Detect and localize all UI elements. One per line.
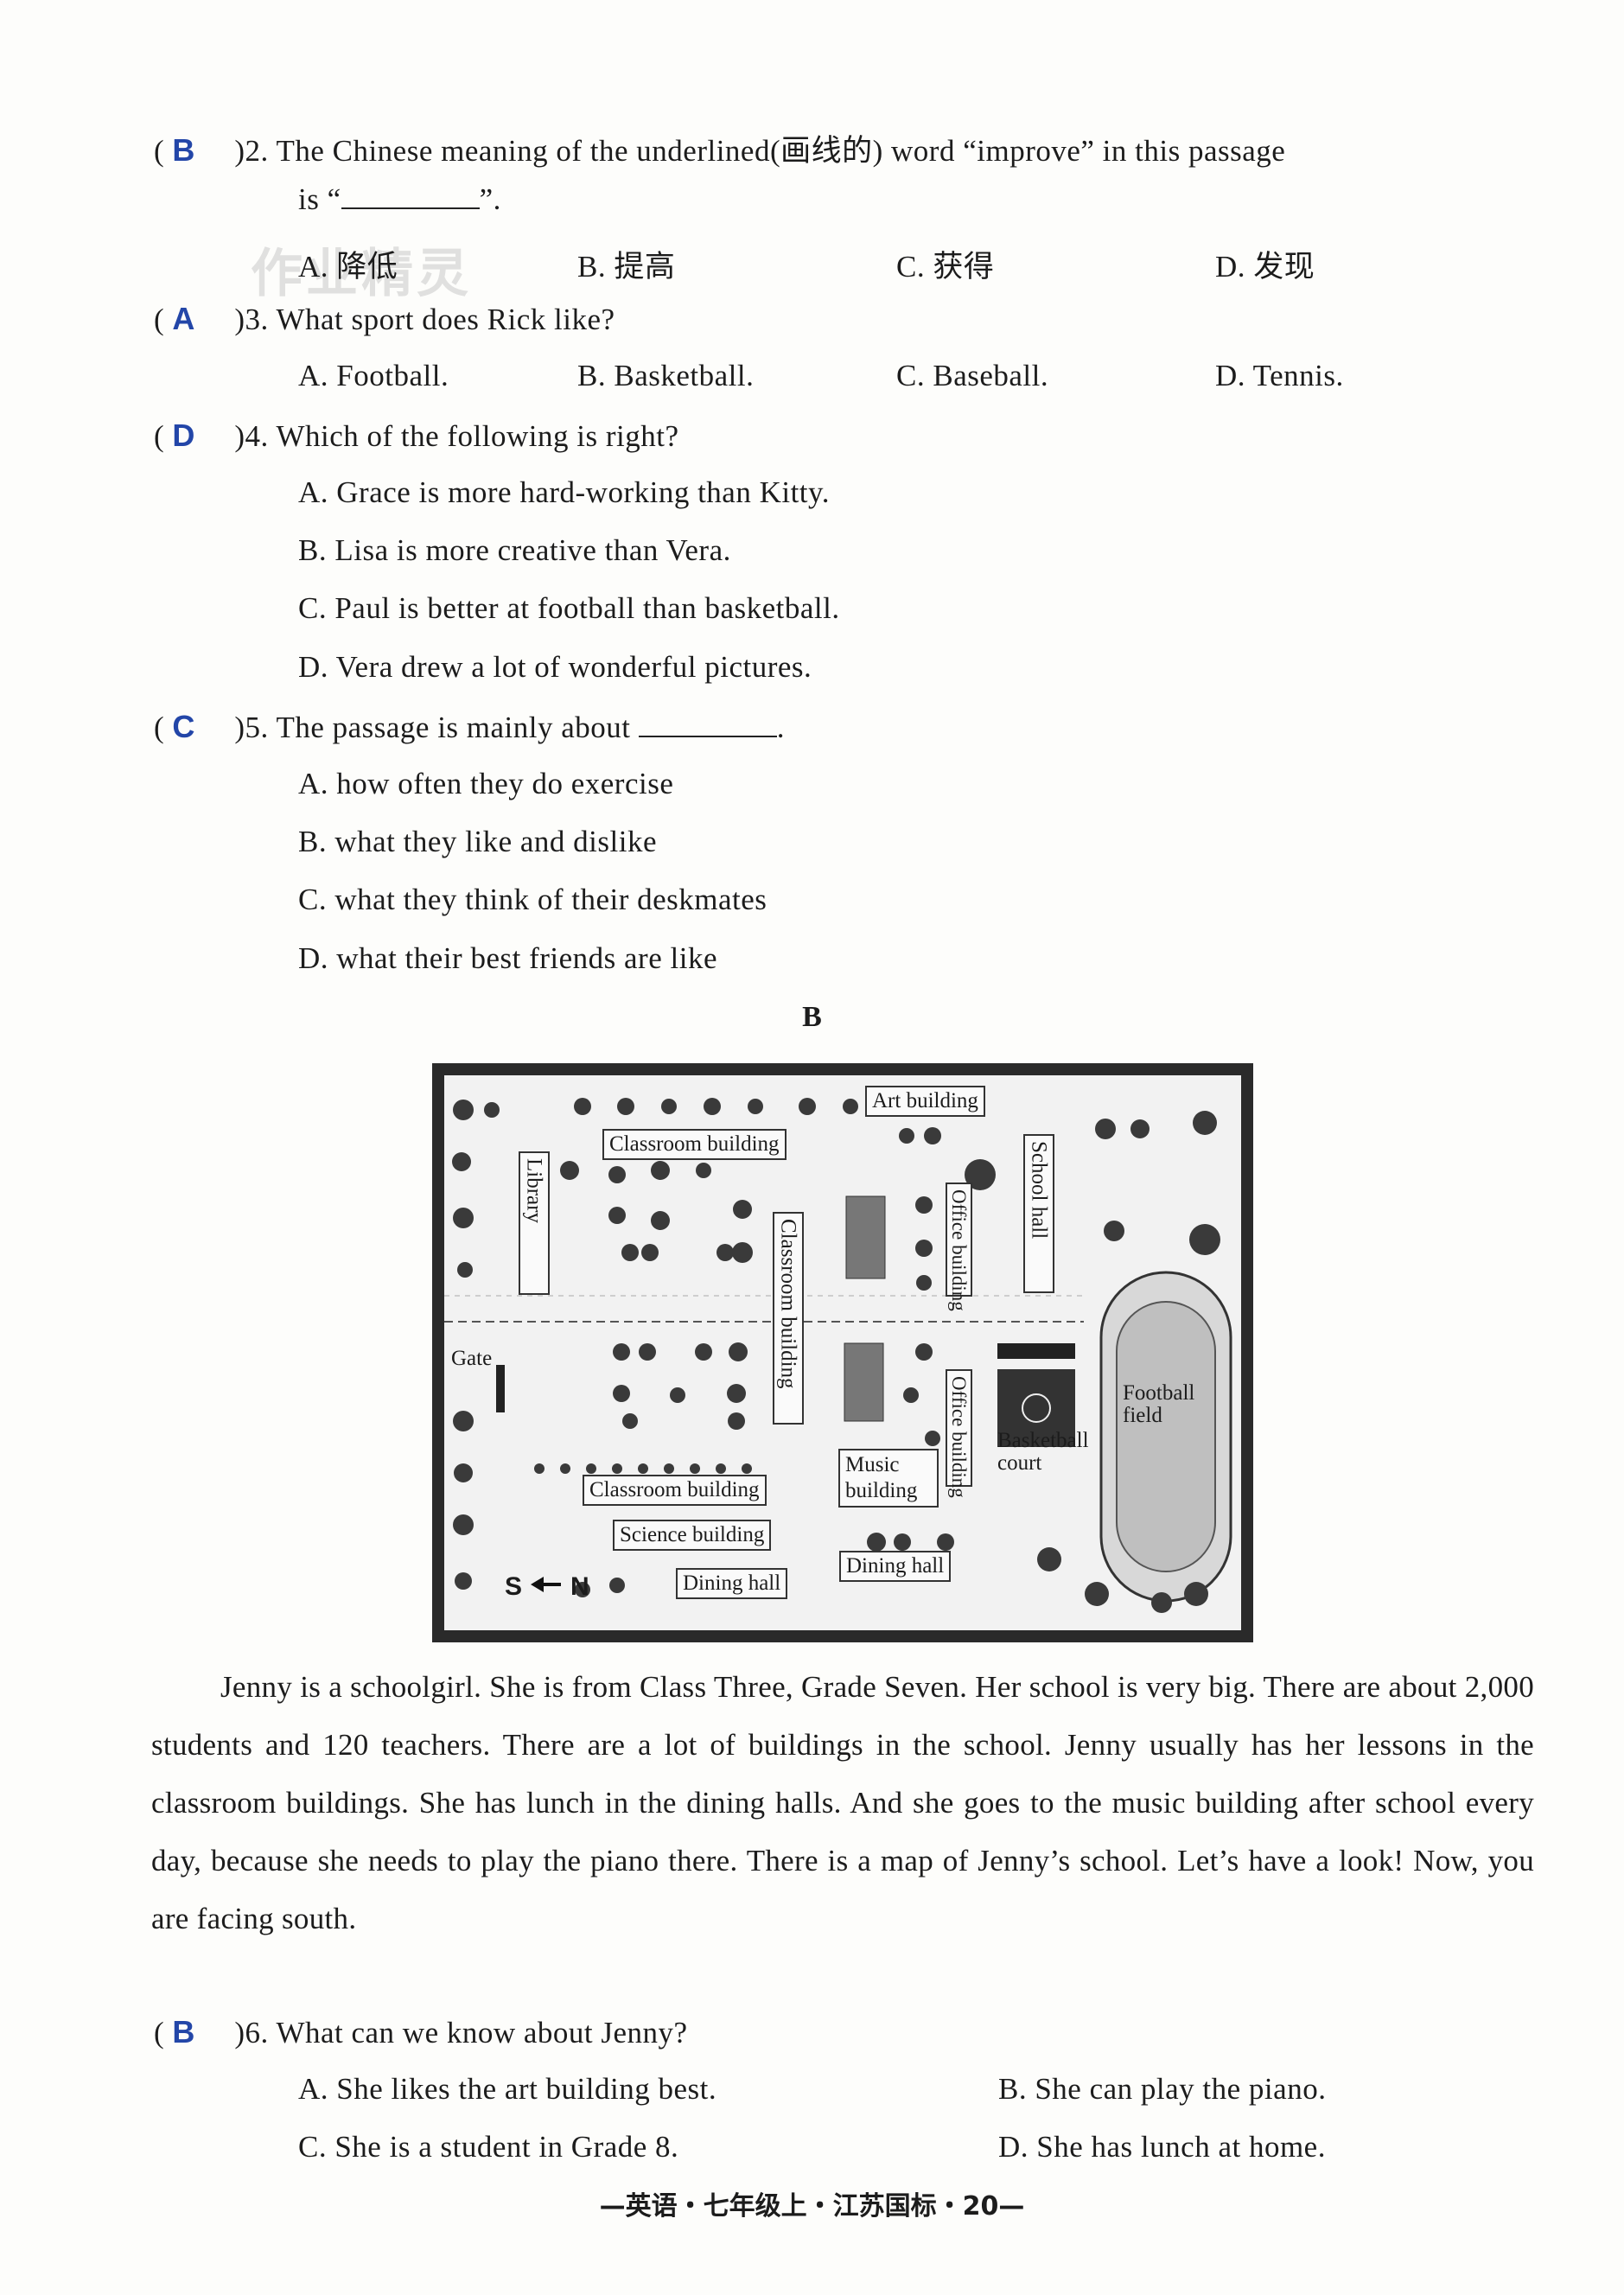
label-library: Library <box>519 1151 550 1295</box>
question-3-stem: What sport does Rick like? <box>276 303 615 336</box>
option-2b: B. 提高 <box>577 250 676 284</box>
page-footer: —英语・七年级上・江苏国标・20— <box>599 2191 1025 2222</box>
option-4c: C. Paul is better at football than baske… <box>298 591 840 625</box>
label-school-hall: School hall <box>1023 1134 1054 1293</box>
question-5-stem: The passage is mainly about <box>276 711 631 744</box>
option-5a: A. how often they do exercise <box>298 767 674 800</box>
option-3d: D. Tennis. <box>1215 359 1344 392</box>
trees <box>452 1098 1220 1613</box>
option-6d: D. She has lunch at home. <box>998 2130 1326 2164</box>
option-6c: C. She is a student in Grade 8. <box>298 2130 679 2164</box>
label-dining-hall-left: Dining hall <box>676 1568 788 1599</box>
label-classroom-building-mid: Classroom building <box>773 1212 804 1425</box>
football-field-grass <box>1116 1301 1216 1572</box>
option-5c: C. what they think of their deskmates <box>298 883 767 916</box>
court-circle <box>1022 1393 1051 1423</box>
option-5b: B. what they like and dislike <box>298 825 657 858</box>
question-6-stem: What can we know about Jenny? <box>276 2016 688 2050</box>
map-graphics <box>444 1098 1232 1613</box>
label-football-field: Football field <box>1123 1381 1195 1428</box>
basketball-court-area <box>997 1369 1075 1447</box>
answer-6: B <box>172 2014 195 2050</box>
question-4-stem: Which of the following is right? <box>276 419 679 453</box>
question-6: ( B)6. What can we know about Jenny? <box>154 2014 688 2050</box>
watermark: 作业精灵 <box>251 244 472 304</box>
option-4d: D. Vera drew a lot of wonderful pictures… <box>298 650 812 684</box>
compass-arrowhead <box>531 1577 544 1592</box>
school-map: Art building Classroom building Library … <box>432 1063 1253 1642</box>
answer-2: B <box>172 132 195 168</box>
option-6b: B. She can play the piano. <box>998 2072 1327 2106</box>
label-classroom-building-bottom: Classroom building <box>583 1475 767 1506</box>
answer-5: C <box>172 709 195 744</box>
compass-south: S <box>505 1572 523 1601</box>
option-2c: C. 获得 <box>896 250 995 284</box>
label-science-building: Science building <box>613 1520 772 1551</box>
question-3: ( A)3. What sport does Rick like? <box>154 301 615 336</box>
question-2-line-1: ( B)2. The Chinese meaning of the underl… <box>154 132 1286 168</box>
answer-blank-5 <box>638 710 777 737</box>
label-art-building: Art building <box>865 1086 985 1117</box>
label-office-building-bottom: Office building <box>946 1369 972 1498</box>
answer-4: D <box>172 418 195 453</box>
garden-bottom <box>844 1342 884 1422</box>
question-2-stem: The Chinese meaning of the underlined(画线… <box>276 134 1286 168</box>
option-4a: A. Grace is more hard-working than Kitty… <box>298 475 831 509</box>
label-classroom-building-top: Classroom building <box>602 1129 787 1160</box>
option-3c: C. Baseball. <box>896 359 1049 392</box>
reading-passage: Jenny is a schoolgirl. She is from Class… <box>151 1670 1534 1935</box>
question-5: ( C)5. The passage is mainly about . <box>154 709 786 744</box>
label-office-building-top: Office building <box>946 1183 972 1311</box>
court-bar <box>997 1343 1075 1359</box>
option-5d: D. what their best friends are like <box>298 941 717 975</box>
label-basketball-court: Basketball court <box>997 1429 1089 1476</box>
option-6a: A. She likes the art building best. <box>298 2072 717 2106</box>
option-2a: A. 降低 <box>298 250 398 284</box>
option-4b: B. Lisa is more creative than Vera. <box>298 533 731 567</box>
label-music-building: Music building <box>838 1449 939 1508</box>
answer-blank <box>341 182 480 209</box>
label-gate: Gate <box>451 1347 493 1370</box>
option-3b: B. Basketball. <box>577 359 755 392</box>
compass-north: N <box>570 1572 589 1601</box>
gate-post <box>496 1365 505 1412</box>
answer-3: A <box>172 301 195 336</box>
option-3a: A. Football. <box>298 359 449 392</box>
question-2-line-2: is “”. <box>298 182 501 216</box>
option-2d: D. 发现 <box>1215 250 1315 284</box>
section-title-b: B <box>802 1001 822 1033</box>
question-4: ( D)4. Which of the following is right? <box>154 418 679 453</box>
label-dining-hall-right: Dining hall <box>839 1551 952 1582</box>
garden-top <box>845 1195 886 1279</box>
